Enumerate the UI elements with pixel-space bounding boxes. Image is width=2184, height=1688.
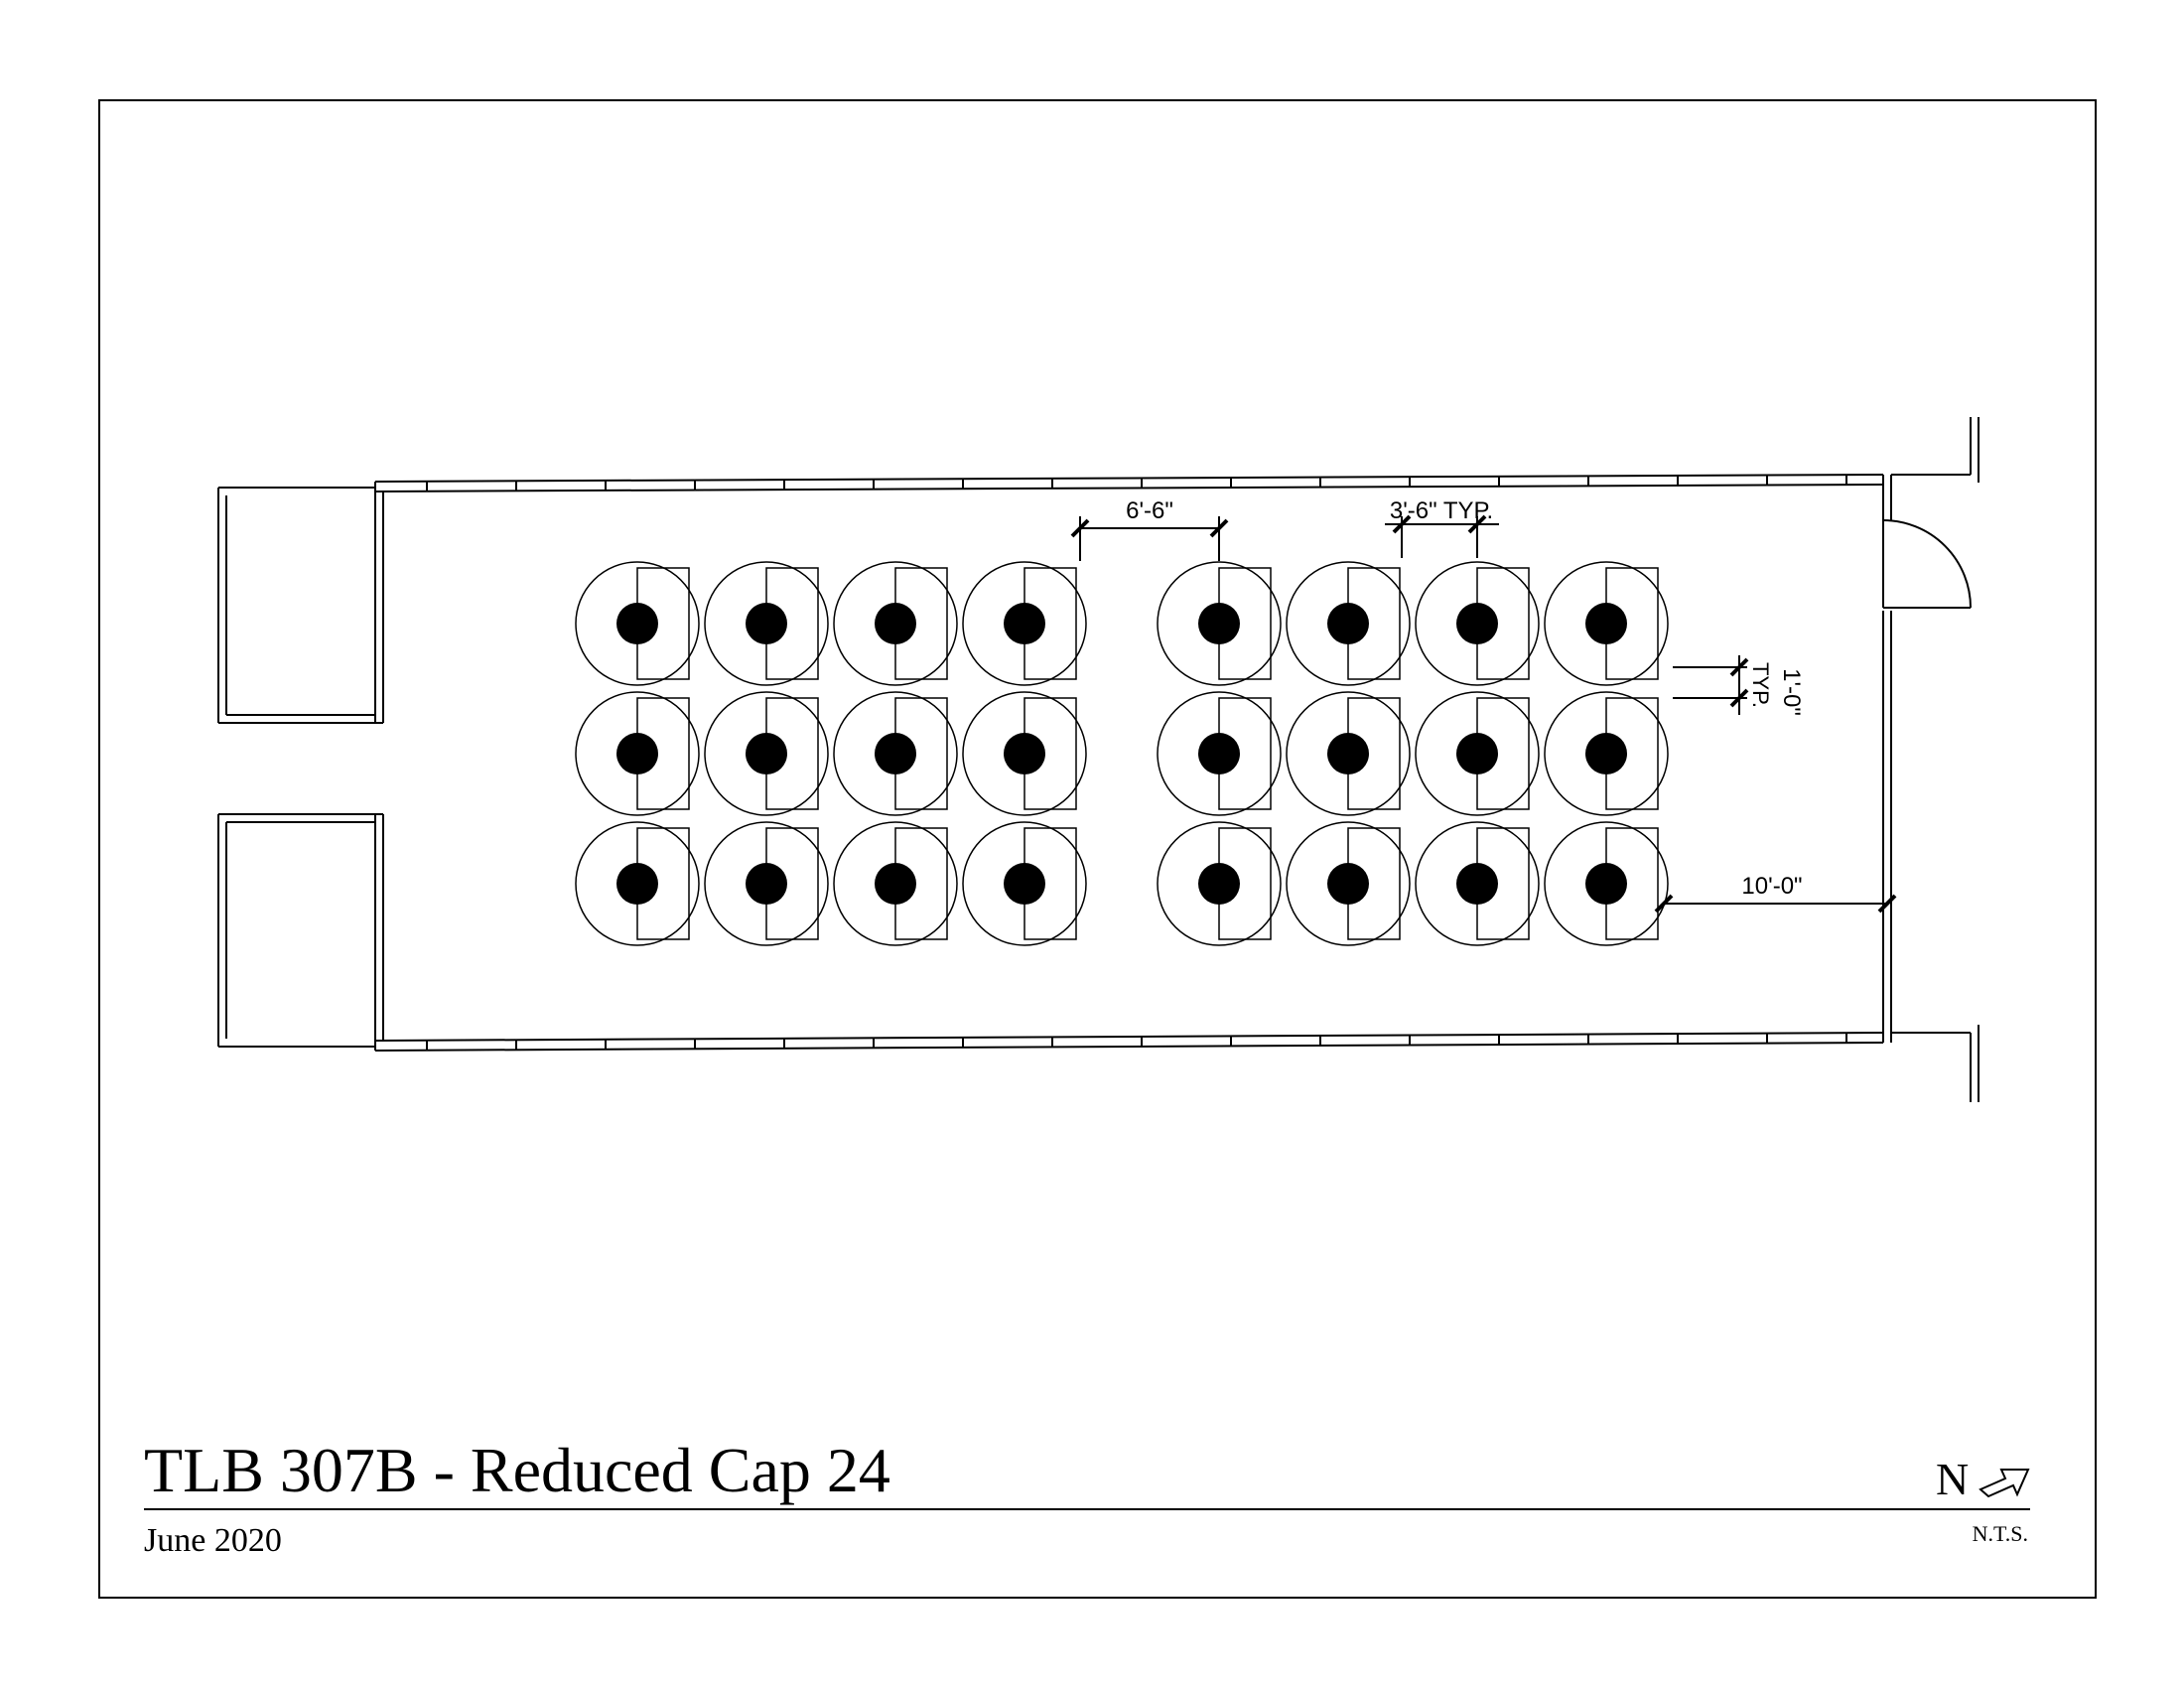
- dimension-row-gap: [1673, 655, 1749, 715]
- north-arrow-icon: [1979, 1469, 2030, 1498]
- distance-zone-circle: [704, 561, 829, 686]
- distance-zone-circle: [1544, 821, 1669, 946]
- occupant-dot: [875, 863, 916, 905]
- dimension-desk-spacing: [1385, 514, 1499, 558]
- scale-note: N.T.S.: [1973, 1521, 2028, 1546]
- room-walls: [217, 417, 1979, 1102]
- distance-zone-circle: [1415, 561, 1540, 686]
- seat-6: [1286, 561, 1411, 686]
- distance-zone-circle: [1544, 561, 1669, 686]
- distance-zone-circle: [1415, 821, 1540, 946]
- occupant-dot: [746, 603, 787, 644]
- occupant-dot: [1456, 603, 1498, 644]
- occupant-dot: [746, 733, 787, 774]
- seat-23: [1415, 821, 1540, 946]
- seat-21: [1157, 821, 1282, 946]
- occupant-dot: [1004, 733, 1045, 774]
- occupant-dot: [1585, 733, 1627, 774]
- dimension-desk-spacing-label: 3'-6" TYP.: [1390, 497, 1493, 524]
- distance-zone-circle: [1157, 821, 1282, 946]
- distance-zone-circle: [1157, 691, 1282, 816]
- seat-7: [1415, 561, 1540, 686]
- window-mullions: [426, 475, 1847, 1051]
- dimension-row-gap-label: 1'-0": [1778, 668, 1805, 716]
- occupant-dot: [1456, 863, 1498, 905]
- seat-4: [962, 561, 1087, 686]
- occupant-dot: [746, 863, 787, 905]
- occupant-dot: [1198, 603, 1240, 644]
- seat-12: [962, 691, 1087, 816]
- occupant-dot: [616, 733, 658, 774]
- distance-zone-circle: [833, 691, 958, 816]
- seating-layout: [575, 561, 1669, 946]
- dimension-aisle-label: 6'-6": [1126, 497, 1173, 524]
- distance-zone-circle: [1286, 691, 1411, 816]
- distance-zone-circle: [1286, 561, 1411, 686]
- occupant-dot: [1585, 603, 1627, 644]
- occupant-dot: [616, 863, 658, 905]
- distance-zone-circle: [833, 561, 958, 686]
- dimension-front-clearance-label: 10'-0": [1741, 873, 1802, 900]
- distance-zone-circle: [575, 821, 700, 946]
- seat-24: [1544, 821, 1669, 946]
- occupant-dot: [1585, 863, 1627, 905]
- seat-5: [1157, 561, 1282, 686]
- occupant-dot: [616, 603, 658, 644]
- seat-11: [833, 691, 958, 816]
- dimension-row-gap-typ: TYP.: [1748, 662, 1773, 708]
- distance-zone-circle: [704, 821, 829, 946]
- distance-zone-circle: [1415, 691, 1540, 816]
- drawing-date: June 2020: [144, 1522, 282, 1559]
- seat-22: [1286, 821, 1411, 946]
- dimension-aisle: [1070, 516, 1229, 561]
- seat-10: [704, 691, 829, 816]
- seat-16: [1544, 691, 1669, 816]
- distance-zone-circle: [833, 821, 958, 946]
- distance-zone-circle: [1157, 561, 1282, 686]
- occupant-dot: [1004, 603, 1045, 644]
- occupant-dot: [1327, 733, 1369, 774]
- seat-8: [1544, 561, 1669, 686]
- seat-17: [575, 821, 700, 946]
- seat-19: [833, 821, 958, 946]
- seat-3: [833, 561, 958, 686]
- occupant-dot: [1198, 733, 1240, 774]
- north-label: N: [1936, 1454, 1969, 1504]
- seat-13: [1157, 691, 1282, 816]
- seat-14: [1286, 691, 1411, 816]
- distance-zone-circle: [575, 561, 700, 686]
- seat-2: [704, 561, 829, 686]
- occupant-dot: [1327, 603, 1369, 644]
- distance-zone-circle: [962, 561, 1087, 686]
- sheet-border: [98, 99, 2097, 1599]
- distance-zone-circle: [1544, 691, 1669, 816]
- seat-20: [962, 821, 1087, 946]
- dimension-front-clearance: [1654, 894, 1897, 914]
- seat-9: [575, 691, 700, 816]
- distance-zone-circle: [962, 691, 1087, 816]
- distance-zone-circle: [962, 821, 1087, 946]
- seat-1: [575, 561, 700, 686]
- occupant-dot: [1004, 863, 1045, 905]
- drawing-title: TLB 307B - Reduced Cap 24: [144, 1435, 890, 1505]
- occupant-dot: [875, 603, 916, 644]
- occupant-dot: [875, 733, 916, 774]
- distance-zone-circle: [704, 691, 829, 816]
- occupant-dot: [1327, 863, 1369, 905]
- occupant-dot: [1456, 733, 1498, 774]
- distance-zone-circle: [1286, 821, 1411, 946]
- seat-15: [1415, 691, 1540, 816]
- distance-zone-circle: [575, 691, 700, 816]
- occupant-dot: [1198, 863, 1240, 905]
- seat-18: [704, 821, 829, 946]
